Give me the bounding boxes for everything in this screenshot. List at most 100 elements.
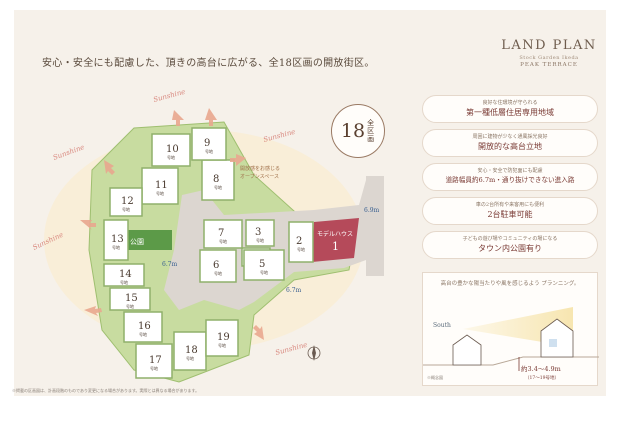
feature-main: 第一種低層住居専用地域 (466, 108, 554, 117)
lot-number-12: 12 (121, 196, 134, 207)
south-label: South (433, 322, 451, 329)
lot-count-unit: 全区画 (367, 119, 375, 143)
lot-number-5: 5 (259, 259, 265, 270)
lot-8 (201, 159, 235, 201)
road-width-mid: 6.7m (162, 261, 178, 268)
site-map: 12号地3号地4号地5号地6号地7号地8号地9号地10号地11号地12号地13号… (31, 88, 384, 383)
lot-number-16: 16 (138, 321, 151, 332)
lot-16 (123, 311, 163, 343)
lot-number-1: 1 (332, 240, 339, 253)
lot-17 (135, 343, 173, 379)
height-note: （17～19号地） (525, 374, 559, 381)
lot-group: 12号地3号地4号地5号地6号地7号地8号地9号地10号地11号地12号地13号… (103, 127, 339, 379)
lot-number-7: 7 (218, 228, 224, 239)
sunshine-label-bottom: Sunshine (274, 341, 308, 357)
lot-count-number: 18 (340, 120, 366, 142)
brand-name: PEAK TERRACE (520, 62, 578, 68)
sunlight-diagram: South 約3.4～4.9m （17～19号地） ※概念図 (423, 307, 599, 381)
diagram-note: ※概念図 (427, 374, 443, 380)
feature-sub: 車の2台所有や来客用にも便利 (475, 202, 545, 208)
feature-item: 良好な住環境が守られる 第一種低層住居専用地域 (422, 95, 598, 123)
headline: 安心・安全にも配慮した、頂きの高台に広がる、全18区画の開放街区。 (42, 58, 375, 69)
lot-suffix-15: 号地 (126, 303, 134, 309)
feature-sub: 子どもの遊び場やコミュニティの場になる (462, 236, 558, 242)
feature-item: 周囲に建物が少なく通風採光良好 開放的な高台立地 (422, 129, 598, 157)
lot-suffix-7: 号地 (219, 238, 227, 244)
model-house-label: モデルハウス (317, 230, 353, 238)
footnote: ※掲載の区画図は、計画段階のものであり変更になる場合があります。実際とは異なる場… (12, 388, 200, 393)
lot-suffix-5: 号地 (260, 269, 268, 275)
lot-suffix-17: 号地 (150, 365, 158, 371)
feature-main: 2台駐車可能 (487, 210, 533, 219)
lot-13 (103, 219, 129, 261)
house-left-icon (452, 334, 482, 366)
sunshine-label-top: Sunshine (152, 88, 186, 104)
feature-main: 道路幅員約6.7m・通り抜けできない進入路 (445, 176, 575, 184)
sun-arrow-icon (253, 325, 264, 340)
compass-icon (307, 345, 321, 361)
lot-number-15: 15 (125, 293, 138, 304)
lot-suffix-12: 号地 (122, 206, 130, 212)
lot-suffix-10: 号地 (167, 154, 175, 160)
open-space-line-2: オープンスペース (240, 174, 279, 180)
sun-arrow-icon (205, 108, 217, 126)
lot-7 (203, 219, 243, 249)
feature-item: 安心・安全で防犯面にも配慮 道路幅員約6.7m・通り抜けできない進入路 (422, 163, 598, 191)
lot-suffix-16: 号地 (139, 331, 147, 337)
lot-suffix-11: 号地 (156, 190, 164, 196)
lot-number-3: 3 (255, 227, 261, 238)
lot-9 (191, 127, 227, 161)
open-space-line-1: 開放感をお感じる (240, 165, 280, 172)
lot-number-10: 10 (166, 144, 179, 155)
lot-number-17: 17 (149, 355, 162, 366)
lot-suffix-3: 号地 (256, 237, 264, 243)
lot-5 (243, 249, 285, 281)
feature-sub: 安心・安全で防犯面にも配慮 (477, 168, 543, 174)
lot-number-9: 9 (204, 138, 210, 149)
sunlight-panel: 高台の豊かな陽当たりや風を感じるよう プランニング。 South 約3.4～4.… (422, 272, 599, 386)
model-house-lot (312, 218, 359, 262)
feature-item: 子どもの遊び場やコミュニティの場になる タウン内公園有り (422, 231, 598, 259)
park-label: 公園 (130, 238, 144, 246)
lot-14 (103, 263, 145, 287)
park-area (122, 230, 172, 250)
sun-arrow-icon (104, 160, 115, 175)
lot-11 (141, 167, 179, 205)
window-icon (549, 339, 557, 347)
lot-18 (173, 331, 207, 371)
lot-15 (109, 287, 151, 311)
lot-suffix-9: 号地 (205, 148, 213, 154)
road-width-top: 6.9m (364, 207, 380, 214)
lot-number-2: 2 (296, 236, 302, 247)
lot-number-8: 8 (213, 174, 219, 185)
lot-suffix-6: 号地 (214, 270, 222, 276)
sunlight-title: 高台の豊かな陽当たりや風を感じるよう プランニング。 (440, 281, 580, 287)
feature-main: 開放的な高台立地 (478, 142, 542, 151)
sun-arrow-icon (172, 110, 184, 126)
road-width-low: 6.7m (286, 287, 302, 294)
height-label: 約3.4～4.9m (521, 364, 561, 373)
brand-sub: Stock Garden Ikeda (519, 55, 579, 61)
feature-list: 良好な住環境が守られる 第一種低層住居専用地域 周囲に建物が少なく通風採光良好 … (422, 95, 598, 265)
lot-10 (151, 133, 191, 167)
sun-arrow-icon (80, 220, 96, 230)
feature-item: 車の2台所有や来客用にも便利 2台駐車可能 (422, 197, 598, 225)
lot-suffix-18: 号地 (186, 355, 194, 361)
lot-suffix-14: 号地 (120, 279, 128, 285)
brand-block: LAND PLAN Stock Garden Ikeda PEAK TERRAC… (494, 38, 604, 68)
brand-title: LAND PLAN (501, 38, 597, 53)
lot-suffix-13: 号地 (112, 244, 120, 250)
land-plan-page: 安心・安全にも配慮した、頂きの高台に広がる、全18区画の開放街区。 LAND P… (14, 10, 606, 396)
open-space-label: 開放感をお感じる オープンスペース (240, 165, 282, 180)
lot-suffix-2: 号地 (297, 246, 305, 252)
lot-number-19: 19 (217, 332, 230, 343)
feature-sub: 周囲に建物が少なく通風採光良好 (472, 134, 548, 140)
lot-count-badge: 18 全区画 (331, 104, 385, 158)
lot-12 (109, 187, 143, 217)
sunshine-label-left: Sunshine (52, 143, 86, 162)
feature-sub: 良好な住環境が守られる (482, 100, 538, 106)
sun-arrow-icon (84, 306, 102, 316)
sunshine-label-right: Sunshine (262, 128, 296, 144)
lot-number-13: 13 (111, 234, 124, 245)
sun-arrows (80, 108, 264, 340)
